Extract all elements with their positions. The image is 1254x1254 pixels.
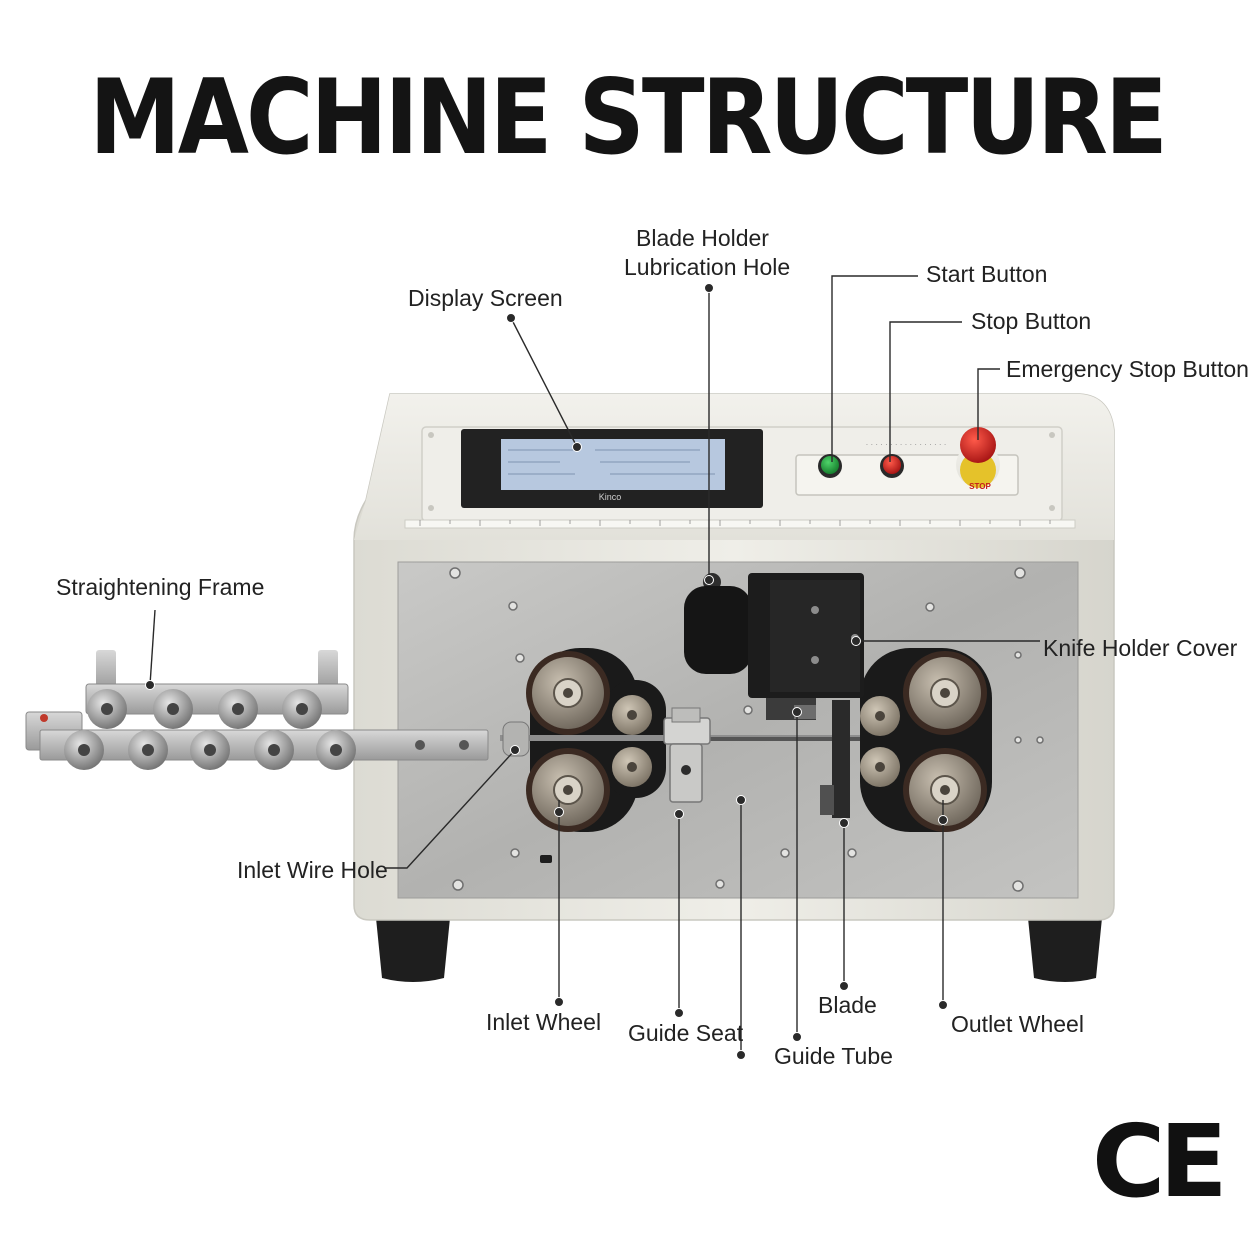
label-outlet-wheel: Outlet Wheel bbox=[951, 1011, 1084, 1037]
straightening-rollers-upper bbox=[87, 689, 322, 729]
frame-post-left bbox=[96, 650, 116, 690]
plate-screws bbox=[449, 567, 1044, 892]
leader-lines bbox=[149, 275, 1040, 1055]
label-stop-button: Stop Button bbox=[971, 308, 1092, 334]
label-guide-seat: Guide Seat bbox=[628, 1020, 744, 1046]
display-lcd-content bbox=[508, 449, 715, 475]
screen-brand: Kinco bbox=[599, 492, 622, 502]
label-blade-holder-line1: Blade Holder bbox=[636, 225, 769, 251]
label-emergency-stop-button: Emergency Stop Button bbox=[1006, 356, 1249, 382]
ruler-ticks bbox=[419, 520, 1051, 526]
label-straightening-frame: Straightening Frame bbox=[56, 574, 265, 600]
frame-post-right bbox=[318, 650, 338, 690]
left-foot bbox=[376, 918, 450, 982]
display-lcd bbox=[501, 439, 725, 490]
label-knife-holder-cover: Knife Holder Cover bbox=[1043, 635, 1238, 661]
start-button-cap bbox=[821, 456, 839, 474]
label-start-button: Start Button bbox=[926, 261, 1048, 287]
stop-button-cap bbox=[883, 456, 901, 474]
inlet-wire-hole-nozzle bbox=[502, 721, 530, 757]
label-guide-tube: Guide Tube bbox=[774, 1043, 893, 1069]
page-title: MACHINE STRUCTURE bbox=[89, 58, 1168, 178]
straightening-rollers-lower bbox=[64, 730, 356, 770]
scale-ruler bbox=[404, 519, 1076, 529]
emergency-cap-text: STOP bbox=[969, 482, 991, 491]
panel-small-print: · · · · · · · · · · · · · · · · · bbox=[866, 440, 947, 449]
emergency-button-collar bbox=[960, 452, 996, 488]
ce-mark: CE bbox=[1092, 1103, 1228, 1220]
blade-holder-motor bbox=[684, 586, 752, 674]
right-foot bbox=[1028, 918, 1102, 982]
emergency-button-cap bbox=[960, 427, 996, 463]
label-blade: Blade bbox=[818, 992, 877, 1018]
leader-dots bbox=[145, 283, 948, 1060]
label-inlet-wire-hole: Inlet Wire Hole bbox=[237, 857, 388, 883]
label-blade-holder-line2: Lubrication Hole bbox=[624, 254, 791, 280]
blade-mount bbox=[832, 700, 850, 818]
label-display-screen: Display Screen bbox=[408, 285, 563, 311]
label-inlet-wheel: Inlet Wheel bbox=[486, 1009, 602, 1035]
